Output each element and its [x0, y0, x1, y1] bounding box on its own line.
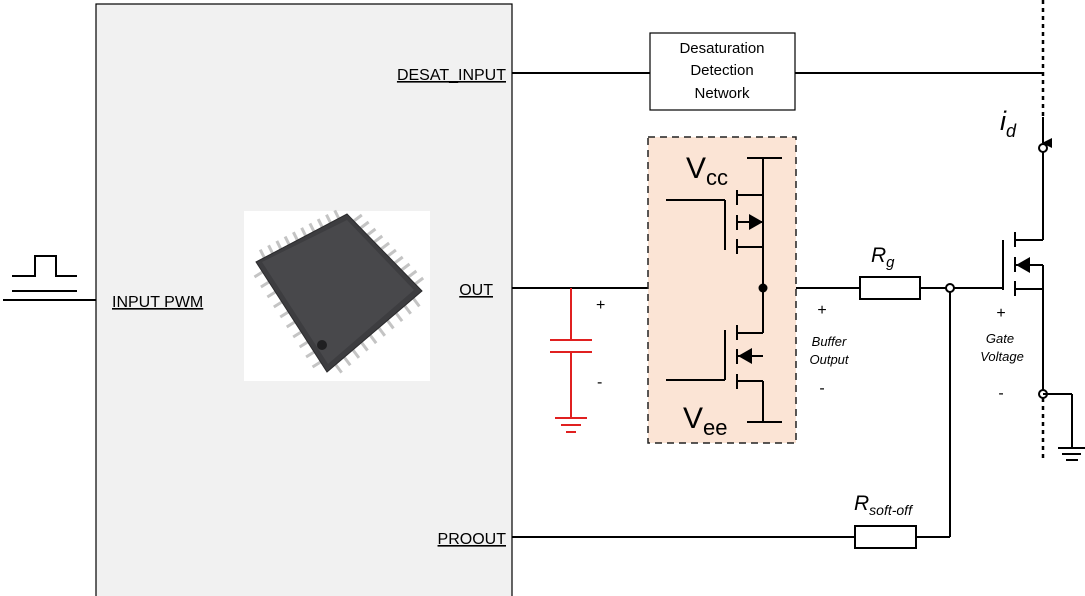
pin-desat-input-label: DESAT_INPUT [397, 67, 506, 84]
buffer-output-node [758, 283, 768, 293]
buffer-output-minus: - [819, 380, 824, 397]
buffer-output-plus: + [817, 302, 826, 319]
gate-node [945, 283, 955, 293]
drain-node [1038, 143, 1048, 153]
ic-chip-image [244, 209, 430, 381]
capacitor [550, 288, 592, 433]
lower-fet-arrow [738, 348, 752, 364]
wires [3, 72, 1043, 538]
gate-label-2: Voltage [980, 349, 1024, 364]
buffer-output-label-1: Buffer [812, 334, 847, 349]
vcc-label: Vcc [686, 152, 728, 190]
pin-input-pwm-label: INPUT PWM [112, 294, 203, 311]
desat-detection-box [649, 32, 796, 111]
chip-pins [253, 209, 425, 374]
pwm-pulse-symbol [12, 255, 77, 292]
desat-box-line2: Detection [690, 62, 753, 79]
rg-label: Rg [871, 244, 895, 271]
gate-label-1: Gate [986, 331, 1014, 346]
drain-current-label: id [1000, 106, 1017, 141]
soft-off-resistor [854, 525, 917, 549]
gate-minus: - [998, 385, 1003, 402]
desat-box-line3: Network [694, 85, 750, 102]
pin-proout-label: PROOUT [438, 531, 507, 548]
gate-plus: + [996, 305, 1005, 322]
power-mosfet [1002, 152, 1044, 394]
rsoft-label: Rsoft-off [854, 492, 914, 518]
gate-resistor [859, 276, 921, 300]
vee-label: Vee [683, 402, 728, 440]
capacitor-minus: - [597, 374, 602, 391]
power-fet-arrow [1016, 257, 1030, 273]
upper-fet-arrow [749, 214, 763, 230]
buffer-output-label-2: Output [809, 352, 849, 367]
pin-out-label: OUT [459, 282, 493, 299]
ground-symbol [1043, 393, 1085, 461]
desat-box-line1: Desaturation [679, 40, 764, 57]
buffer-box [647, 136, 797, 444]
capacitor-plus: + [596, 297, 605, 314]
